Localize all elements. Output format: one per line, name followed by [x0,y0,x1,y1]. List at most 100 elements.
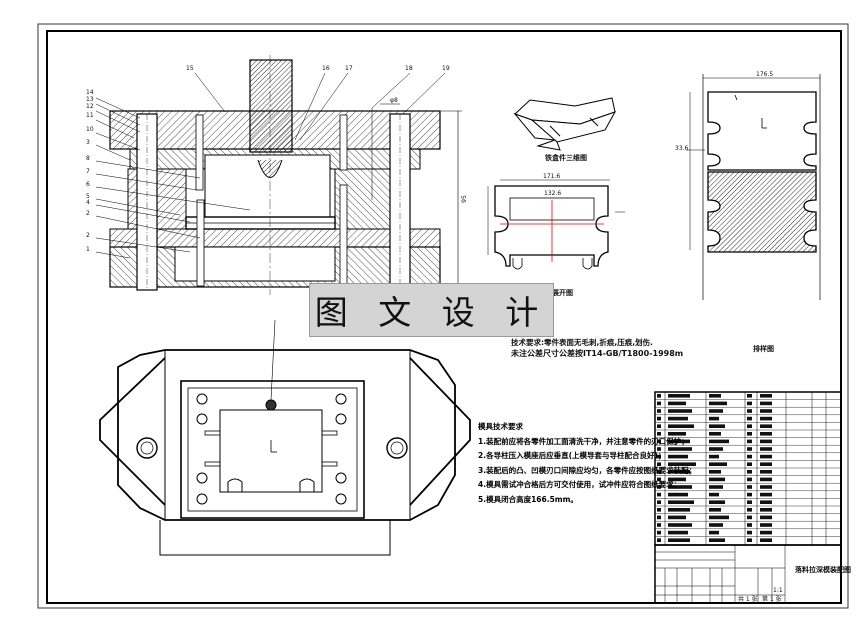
bom-cell-text [668,439,690,444]
bom-cell-text [709,409,723,413]
mold-notes-title: 模具技术要求 [478,422,523,431]
sheet-number: 第 1 张 [762,596,782,603]
bom-cell-text [657,530,661,535]
plan-view [99,319,471,556]
bom-cell-text [657,454,661,459]
bom-cell-text [709,508,721,512]
strip-width-dim: 176.5 [756,71,774,78]
bom-cell-text [747,530,752,535]
bom-cell-text [668,470,690,474]
bom-cell-text [709,523,723,527]
part-callout-left: 4 [86,199,90,206]
bom-cell-text [657,394,661,398]
part-callout-top: 15 [186,65,194,72]
part-callout-left: 1 [86,246,90,253]
bom-cell-text [747,508,752,512]
bom-cell-text [747,523,752,527]
sheet-count: 共 1 张 [738,596,758,603]
bom-cell-text [747,447,752,451]
part-callout-left: 2 [86,232,90,239]
bom-cell-text [747,470,752,474]
bom-cell-text [709,477,725,482]
mold-note-2: 2.各导柱压入模座后应垂直(上模导套与导柱配合良好)； [478,451,666,461]
bom-cell-text [747,477,752,482]
bom-cell-text [747,409,752,413]
bom-cell-text [747,454,752,459]
strip-label: 排样图 [753,345,774,353]
part-callout-left: 10 [86,126,94,133]
bom-cell-text [668,447,692,451]
bom-cell-text [668,477,686,482]
bom-cell-text [709,394,721,398]
mold-note-1: 1.装配前应将各零件加工面清洗干净，并注意零件的刃口保护； [478,436,689,446]
bom-cell-text [760,523,772,527]
bom-cell-text [747,401,752,406]
bom-cell-text [657,416,661,421]
bom-cell-text [760,470,772,474]
watermark-text: 图 文 设 计 [314,293,549,332]
bom-cell-text [657,485,661,489]
bom-cell-text [668,538,690,542]
bom-cell-text [657,500,661,504]
tech-req-line-1: 技术要求:零件表面无毛刺,折痕,压痕,划伤. [511,338,653,347]
bom-cell-text [657,538,661,542]
bom-cell-text [760,485,772,489]
bom-cell-text [657,492,661,497]
bom-cell-text [657,409,661,413]
part-callout-left: 2 [86,210,90,217]
bom-cell-text [709,492,719,497]
bom-cell-text [709,416,719,421]
bom-cell-text [760,416,772,421]
pillar-diameter-dim: φ8 [390,97,398,104]
bom-cell-text [709,454,719,459]
bom-cell-text [668,530,688,535]
bom-cell-text [657,515,661,520]
bom-cell-text [709,485,723,489]
blank-view [487,179,625,270]
part-callout-left: 3 [86,139,90,146]
part-callout-top: 16 [322,65,330,72]
bom-cell-text [747,432,752,436]
bom-cell-text [760,462,772,466]
bom-cell-text [668,394,690,398]
part-callout-top: 17 [345,65,353,72]
part-callout-left: 7 [86,168,90,175]
bom-cell-text [657,439,661,444]
mold-note-5: 5.模具闭合高度166.5mm。 [478,494,578,504]
bom-cell-text [747,492,752,497]
mold-note-3: 3.装配后的凸、凹模刃口间隙应均匀，各零件应按图纸要求装配； [478,465,697,475]
bom-cell-text [668,432,686,436]
bom-cell-text [657,508,661,512]
bom-cell-text [668,500,694,504]
part-callout-left: 8 [86,155,90,162]
bom-cell-text [760,500,772,504]
bom-cell-text [709,462,727,466]
bom-cell-text [668,454,688,459]
bom-cell-text [668,401,686,406]
bom-cell-text [657,432,661,436]
part-callout-left: 5 [86,193,90,200]
bom-cell-text [709,470,721,474]
bom-cell-text [747,416,752,421]
bom-cell-text [760,439,772,444]
bom-cell-text [709,447,723,451]
bom-cell-text [668,409,692,413]
bom-cell-text [760,492,772,497]
bom-cell-text [760,432,772,436]
bom-cell-text [668,424,694,428]
blank-inner-dim: 132.6 [544,190,562,197]
drawing-scale: 1:1 [773,587,783,594]
bom-cell-text [709,439,729,444]
section-view [95,55,462,295]
bom-cell-text [668,485,692,489]
bom-cell-text [747,485,752,489]
part-callout-left: 12 [86,103,94,110]
watermark-banner: 图 文 设 计 [309,283,554,337]
bom-text-blocks [657,394,772,542]
bom-cell-text [747,538,752,542]
bom-cell-text [668,492,688,497]
bom-cell-text [668,523,692,527]
part-callout-left: 6 [86,181,90,188]
part-callout-left: 13 [86,96,94,103]
bom-cell-text [668,416,688,421]
